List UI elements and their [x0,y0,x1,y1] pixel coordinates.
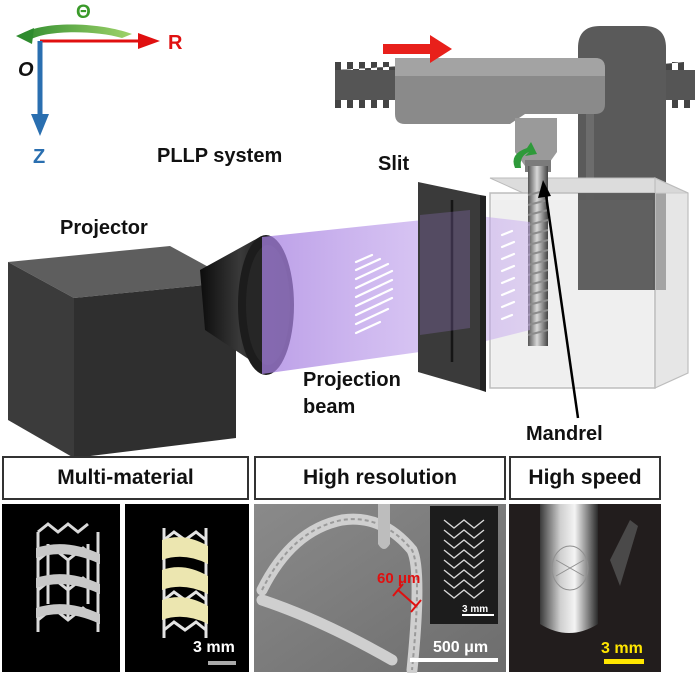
scalebar-multi-material [208,661,236,665]
system-label: PLLP system [157,145,282,167]
inset-photo [430,506,498,624]
slit [418,182,486,392]
origin-label: O [18,59,34,81]
scalebar-high-speed-label: 3 mm [601,640,643,657]
panel-title-multi-material: Multi-material [2,456,249,500]
beam-pattern [354,229,516,335]
scalebar-sem [410,658,498,662]
coordinate-axes: Θ R O Z [16,2,183,168]
strut-width-marker [392,583,422,613]
theta-arrowhead [16,28,34,44]
beam-label-line2: beam [303,396,355,418]
rotation-arrow [513,142,537,168]
scalebar-inset-label: 3 mm [462,604,488,615]
mandrel-pointer [543,187,580,419]
multi-material-photo-1 [2,504,120,672]
theta-label: Θ [76,2,91,23]
spindle [515,118,557,166]
vat [489,177,689,389]
high-speed-photo: 3 mm [509,504,661,672]
slit-label: Slit [378,153,409,175]
scalebar-multi-material-label: 3 mm [193,639,235,656]
high-resolution-photo: 3 mm 60 μm 500 μm [254,504,506,673]
multi-material-photo-2: 3 mm [125,504,249,672]
z-arrowhead [31,114,49,136]
r-arrowhead [138,33,160,49]
scalebar-sem-label: 500 μm [433,639,488,656]
beam-label-line1: Projection [303,369,401,391]
motion-arrow [383,35,452,63]
gantry [335,26,695,290]
mandrel [527,166,549,346]
panel-title-high-resolution: High resolution [254,456,506,500]
mandrel-label: Mandrel [526,423,603,445]
r-label: R [168,32,183,54]
panel-title-high-speed: High speed [509,456,661,500]
projector [8,246,236,458]
theta-arrow [18,24,132,40]
z-label: Z [33,146,45,168]
projector-label: Projector [60,217,148,239]
strut-width-label: 60 μm [377,570,420,587]
scalebar-high-speed [604,659,644,664]
